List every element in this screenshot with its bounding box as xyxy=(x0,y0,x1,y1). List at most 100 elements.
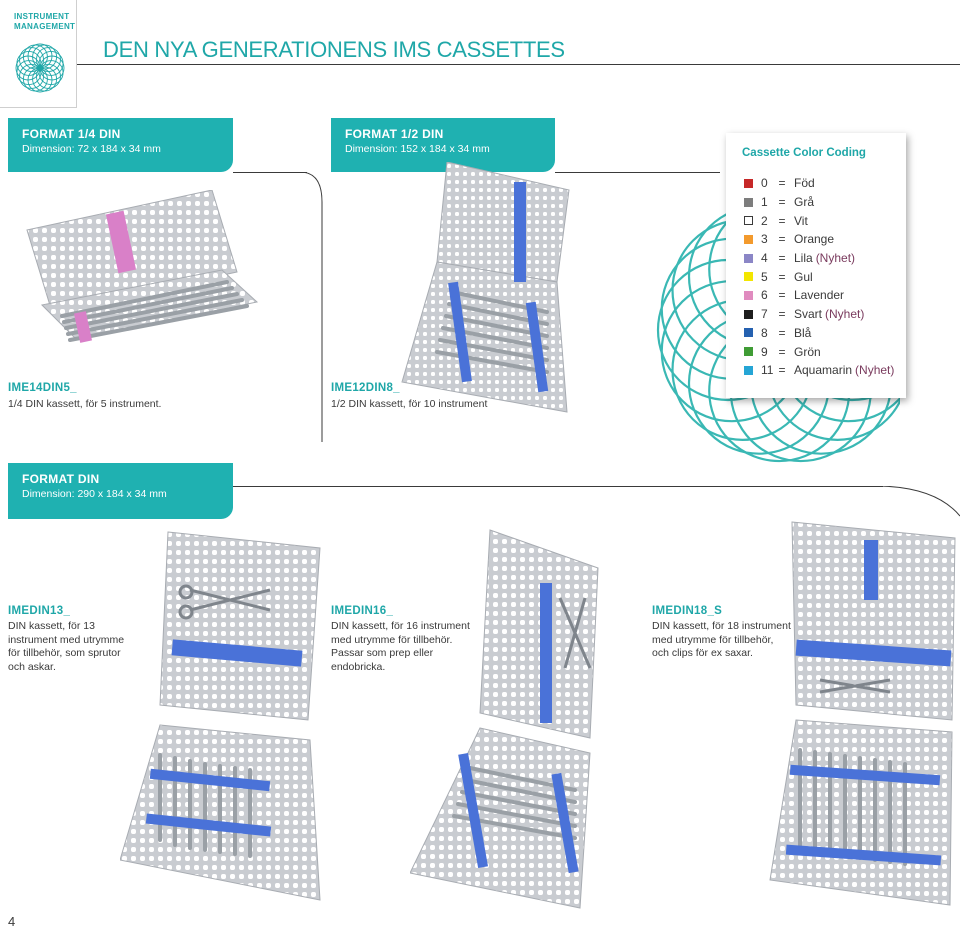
product-code: IMEDIN18_S xyxy=(652,605,723,617)
color-swatch xyxy=(744,253,753,263)
page-title: DEN NYA GENERATIONENS IMS CASSETTES xyxy=(103,37,565,62)
brand-line-2: MANAGEMENT xyxy=(14,22,76,31)
brand-name: INSTRUMENT MANAGEMENT xyxy=(14,12,75,32)
color-swatch xyxy=(744,216,753,226)
description-line: med utrymme för tillbehör. xyxy=(331,633,453,646)
color-swatch xyxy=(744,328,753,338)
color-code-item: 6=Lavender xyxy=(744,286,894,305)
cassette-din16-photo xyxy=(410,529,599,909)
color-name: Grön xyxy=(794,344,821,359)
tab-format-quarter-din: FORMAT 1/4 DIN Dimension: 72 x 184 x 34 … xyxy=(8,118,233,172)
divider-line xyxy=(233,486,883,487)
color-code-item: 4 = Lila(Nyhet) xyxy=(744,249,894,268)
color-code-number: 0 xyxy=(761,176,768,191)
color-name: Lavender xyxy=(794,288,845,303)
color-name: Lila xyxy=(794,251,813,266)
divider-line xyxy=(233,172,307,173)
color-code-item: 9 = Grön xyxy=(744,342,894,361)
new-tag: (Nyhet) xyxy=(855,363,895,378)
color-code-number: 11 xyxy=(761,363,774,378)
page-number: 4 xyxy=(8,914,16,929)
color-code-item: 7=Svart(Nyhet) xyxy=(744,305,894,324)
cassette-din18-photo xyxy=(769,521,956,906)
color-name: Orange xyxy=(794,232,835,247)
color-name: Blå xyxy=(794,325,812,340)
equals-sign: = xyxy=(778,251,786,266)
color-coding-card: Cassette Color Coding 0 = Föd 1 = Grå 2 = Vit 3 = O… xyxy=(726,133,906,398)
tab-dimension: Dimension: 152 x 184 x 34 mm xyxy=(345,143,490,155)
color-code-item: 2 = Vit xyxy=(744,211,894,230)
description-line: för tillbehör, som sprutor xyxy=(8,647,121,659)
description-line: DIN kassett, för 13 xyxy=(8,620,95,632)
product-code: IME12DIN8_ xyxy=(331,382,400,394)
color-swatch xyxy=(744,197,753,207)
color-code-number: 9 xyxy=(761,344,768,359)
brand-line-1: INSTRUMENT xyxy=(14,12,70,21)
color-code-number: 6 xyxy=(761,288,768,303)
product-description: 1/4 DIN kassett, för 5 instrument. xyxy=(8,398,161,412)
title-rule xyxy=(77,64,960,65)
equals-sign: = xyxy=(778,325,786,340)
description-line: 1/2 DIN kassett, för 10 instrument xyxy=(331,398,488,410)
tab-format-din: FORMAT DIN Dimension: 290 x 184 x 34 mm xyxy=(8,463,233,519)
color-swatch xyxy=(744,234,753,244)
equals-sign: = xyxy=(778,269,786,284)
color-code-number: 5 xyxy=(761,269,768,284)
tab-title: FORMAT 1/2 DIN xyxy=(345,127,444,141)
color-swatch xyxy=(744,272,753,282)
product-code: IME14DIN5_ xyxy=(8,382,77,394)
color-swatch xyxy=(744,290,753,300)
description-line: och clips för ex saxar. xyxy=(652,647,753,659)
description-line: DIN kassett, för 16 instrument xyxy=(331,620,470,632)
equals-sign: = xyxy=(778,195,786,210)
color-code-number: 1 xyxy=(761,195,768,210)
color-code-item: 0 = Föd xyxy=(744,174,894,193)
description-line: 1/4 DIN kassett, för 5 instrument. xyxy=(8,398,162,410)
color-code-item: 5 = Gul xyxy=(744,267,894,286)
product-description: DIN kassett, för 18 instrument med utrym… xyxy=(652,620,791,661)
color-code-item: 11 = Aquamarin(Nyhet) xyxy=(744,361,894,380)
color-code-number: 3 xyxy=(761,232,768,247)
product-code: IMEDIN16_ xyxy=(331,605,394,617)
color-swatch xyxy=(744,365,753,375)
divider-curve xyxy=(875,486,960,517)
product-code: IMEDIN13_ xyxy=(8,605,71,617)
color-name: Föd xyxy=(794,176,815,191)
new-tag: (Nyhet) xyxy=(825,307,865,322)
new-tag: (Nyhet) xyxy=(815,251,856,266)
color-name: Gul xyxy=(794,269,813,284)
cassette-half-din-photo xyxy=(401,162,570,413)
description-line: och askar. xyxy=(8,660,56,673)
color-name: Aquamarin xyxy=(794,363,853,378)
color-code-number: 8 xyxy=(761,325,768,340)
color-code-number: 2 xyxy=(761,213,768,228)
tab-dimension: Dimension: 72 x 184 x 34 mm xyxy=(22,143,161,155)
equals-sign: = xyxy=(778,213,786,228)
description-line: instrument med utrymme xyxy=(8,633,125,646)
divider-line xyxy=(555,172,720,173)
rosette-logo-icon xyxy=(15,43,65,93)
color-code-number: 4 xyxy=(761,251,768,266)
color-name: Vit xyxy=(794,213,808,228)
cassette-din13-photo xyxy=(120,531,321,901)
cassette-quarter-din-photo xyxy=(26,190,259,343)
equals-sign: = xyxy=(778,307,786,322)
equals-sign: = xyxy=(778,176,786,191)
color-code-item: 8 = Blå xyxy=(744,324,894,343)
product-description: 1/2 DIN kassett, för 10 instrument xyxy=(331,398,487,412)
tab-title: FORMAT DIN xyxy=(22,472,100,486)
color-code-item: 3 = Orange xyxy=(744,230,894,249)
color-name: Grå xyxy=(794,195,815,210)
color-coding-title: Cassette Color Coding xyxy=(742,147,866,159)
color-code-item: 1 = Grå xyxy=(744,193,894,212)
equals-sign: = xyxy=(778,363,786,378)
equals-sign: = xyxy=(778,344,786,359)
tab-dimension: Dimension: 290 x 184 x 34 mm xyxy=(22,488,167,500)
description-line: endobricka. xyxy=(331,660,386,673)
color-name: Svart xyxy=(794,307,823,322)
description-line: Passar som prep eller xyxy=(331,647,434,659)
description-line: med utrymme för tillbehör, xyxy=(652,633,774,646)
equals-sign: = xyxy=(778,232,786,247)
description-line: DIN kassett, för 18 instrument xyxy=(652,620,791,632)
